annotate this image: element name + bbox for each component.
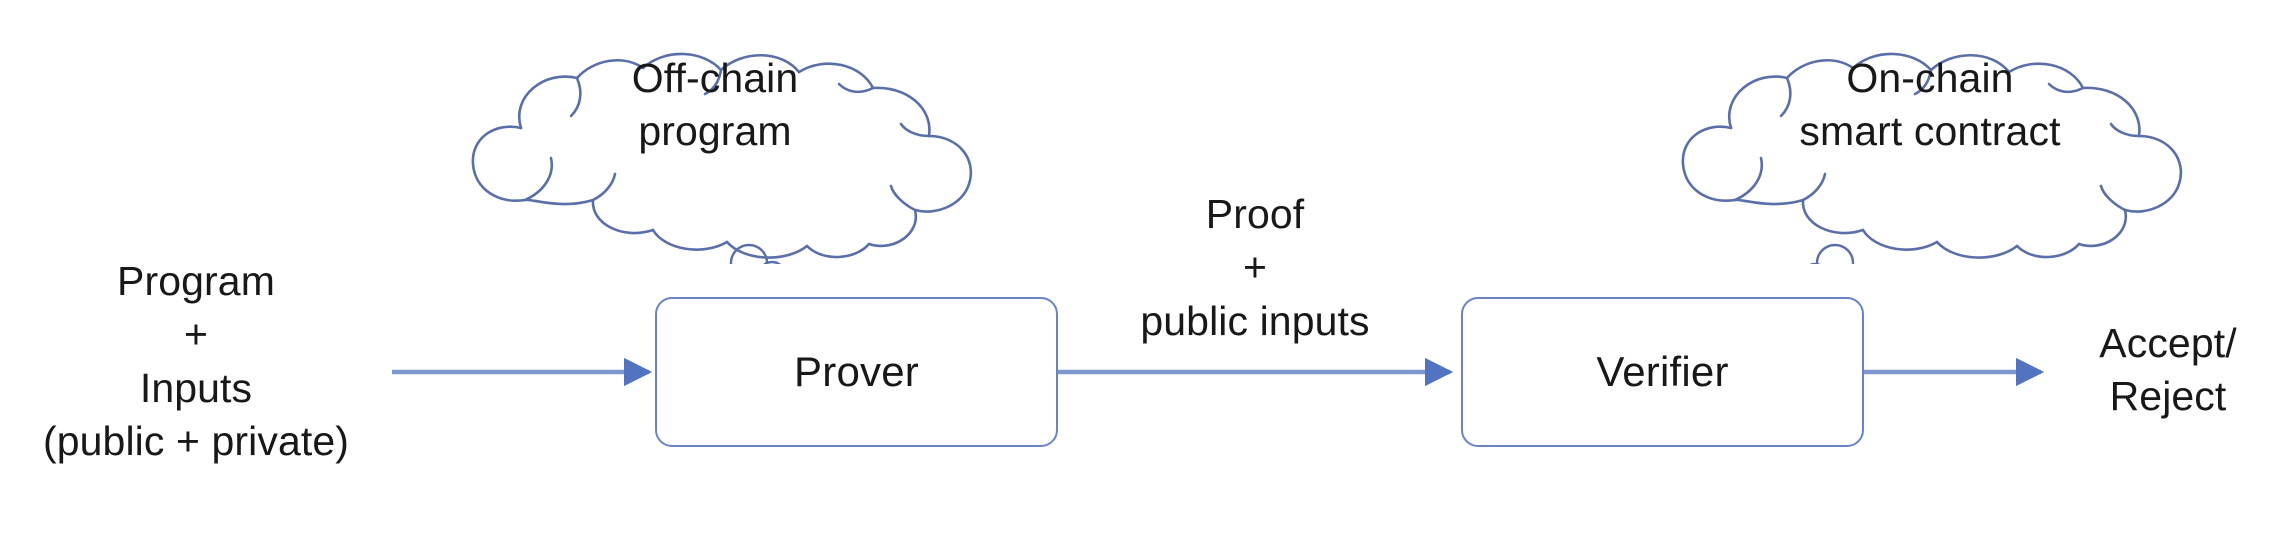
off-chain-program-cloud-shape xyxy=(471,52,973,264)
off-chain-program-cloud-label: Off-chain program xyxy=(555,52,875,159)
accept-reject-label: Accept/ Reject xyxy=(2058,317,2278,424)
input-line-2: + xyxy=(183,311,209,358)
prover-box-label: Prover xyxy=(794,348,919,395)
output-line-1: Accept/ xyxy=(2099,320,2237,366)
verifier-box[interactable]: Verifier xyxy=(1461,297,1864,447)
program-inputs-label: Program + Inputs (public + private) xyxy=(0,255,392,468)
cloud-2-line-1: On-chain xyxy=(1846,55,2014,101)
input-line-3: Inputs xyxy=(139,364,253,411)
middle-line-2: + xyxy=(1242,244,1268,291)
proof-public-inputs-label: Proof + public inputs xyxy=(1090,188,1420,348)
middle-line-1: Proof xyxy=(1205,191,1305,237)
verifier-box-label: Verifier xyxy=(1596,348,1729,395)
prover-box[interactable]: Prover xyxy=(655,297,1058,447)
on-chain-smart-contract-cloud-label: On-chain smart contract xyxy=(1740,52,2120,159)
input-line-1: Program xyxy=(117,258,275,304)
input-line-4: (public + private) xyxy=(42,417,350,464)
on-chain-smart-contract-cloud-shape xyxy=(1681,52,2183,264)
middle-line-3: public inputs xyxy=(1140,297,1370,344)
cloud-2-line-2: smart contract xyxy=(1799,108,2061,155)
cloud-1-line-2: program xyxy=(638,108,792,155)
cloud-1-line-1: Off-chain xyxy=(631,55,799,101)
output-line-2: Reject xyxy=(2109,373,2227,420)
